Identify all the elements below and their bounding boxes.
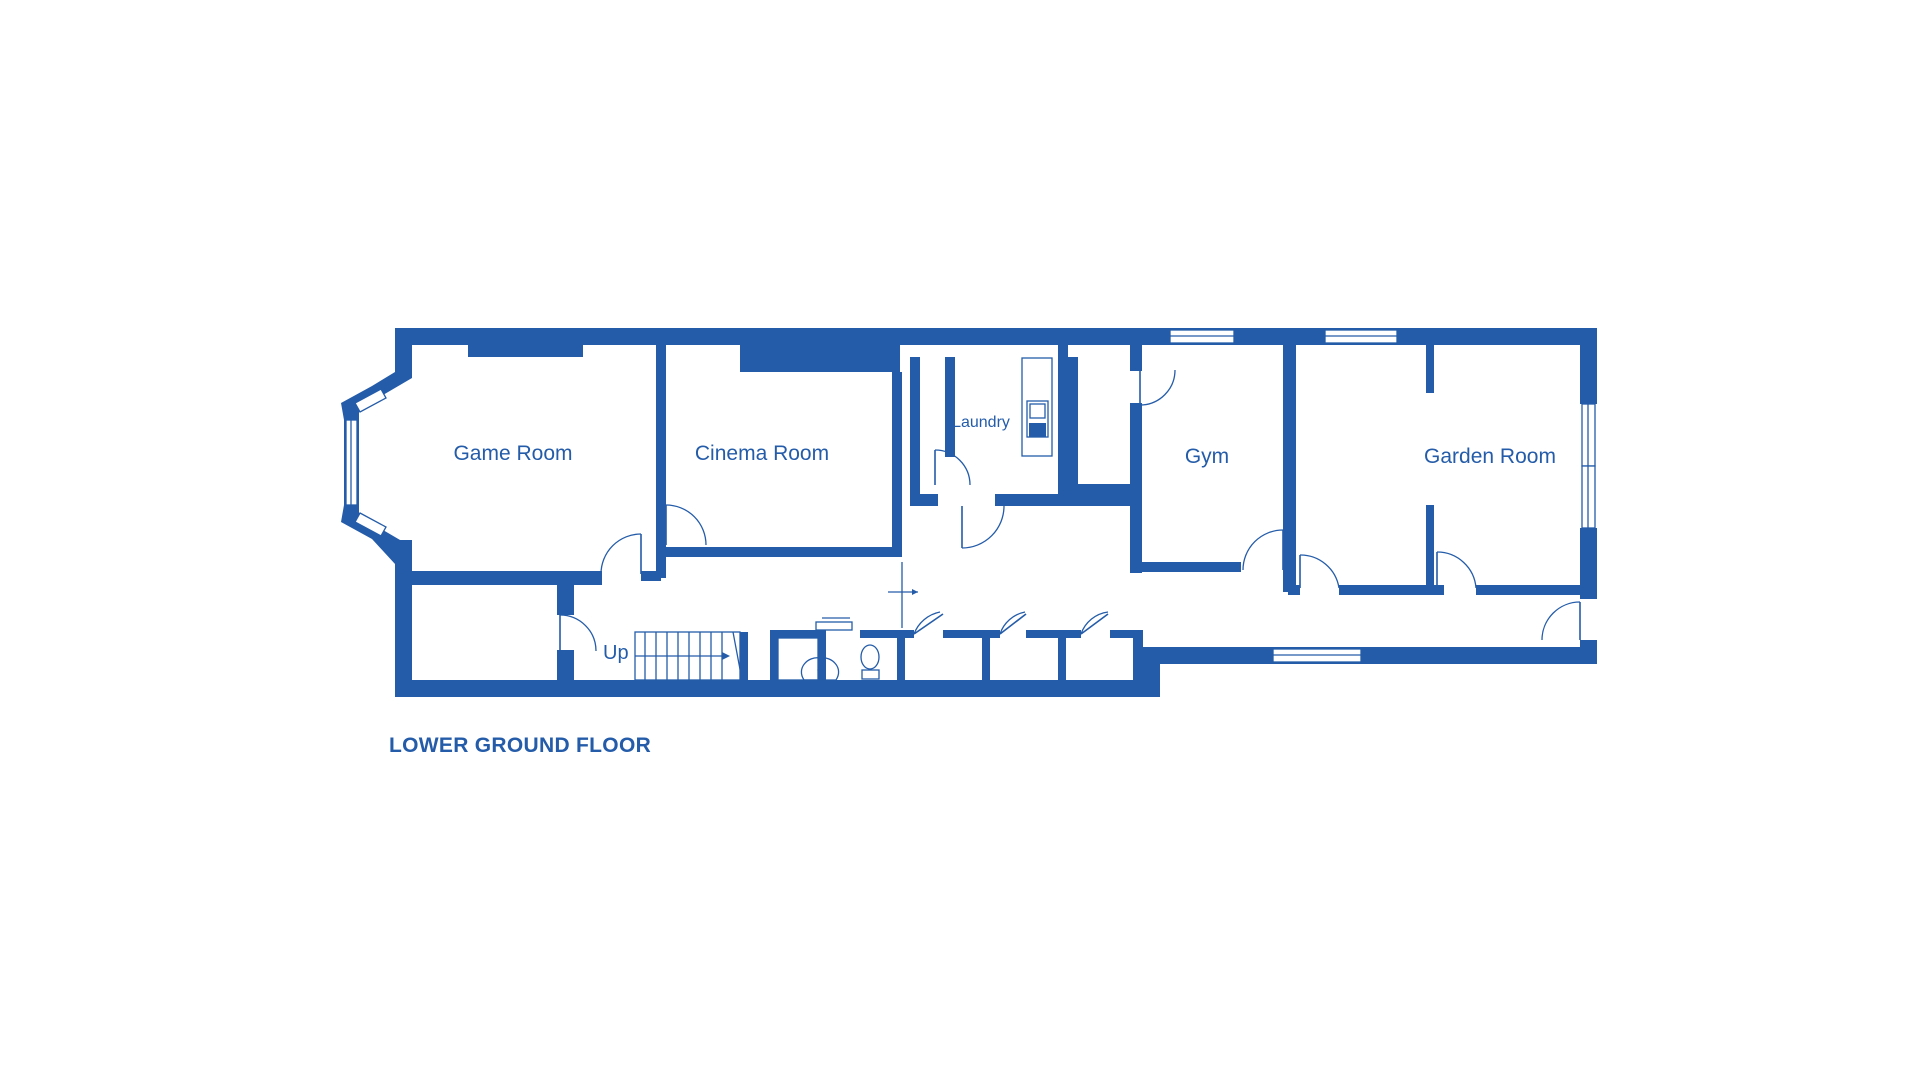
wc-fixtures (777, 617, 880, 681)
stairs-up-label: Up (603, 642, 629, 664)
floor-title: LOWER GROUND FLOOR (389, 734, 652, 757)
room-label-game-room: Game Room (453, 442, 572, 465)
stairs (634, 631, 748, 681)
top-windows (1169, 329, 1398, 344)
interior-walls (412, 343, 1580, 685)
room-label-laundry: Laundry (952, 414, 1010, 431)
doors (559, 369, 1581, 652)
room-label-gym: Gym (1185, 445, 1229, 468)
bay-windows (345, 388, 387, 537)
laundry-worktop (1021, 357, 1053, 457)
exterior-walls (341, 328, 1597, 697)
room-label-cinema-room: Cinema Room (695, 442, 829, 465)
right-windows (1581, 403, 1596, 529)
cinema-room-top-thickening (740, 343, 900, 372)
bottom-window (1272, 648, 1362, 663)
game-room-top-thickening (468, 343, 583, 357)
corridor-marker (888, 562, 918, 628)
room-label-garden-room: Garden Room (1424, 445, 1556, 468)
